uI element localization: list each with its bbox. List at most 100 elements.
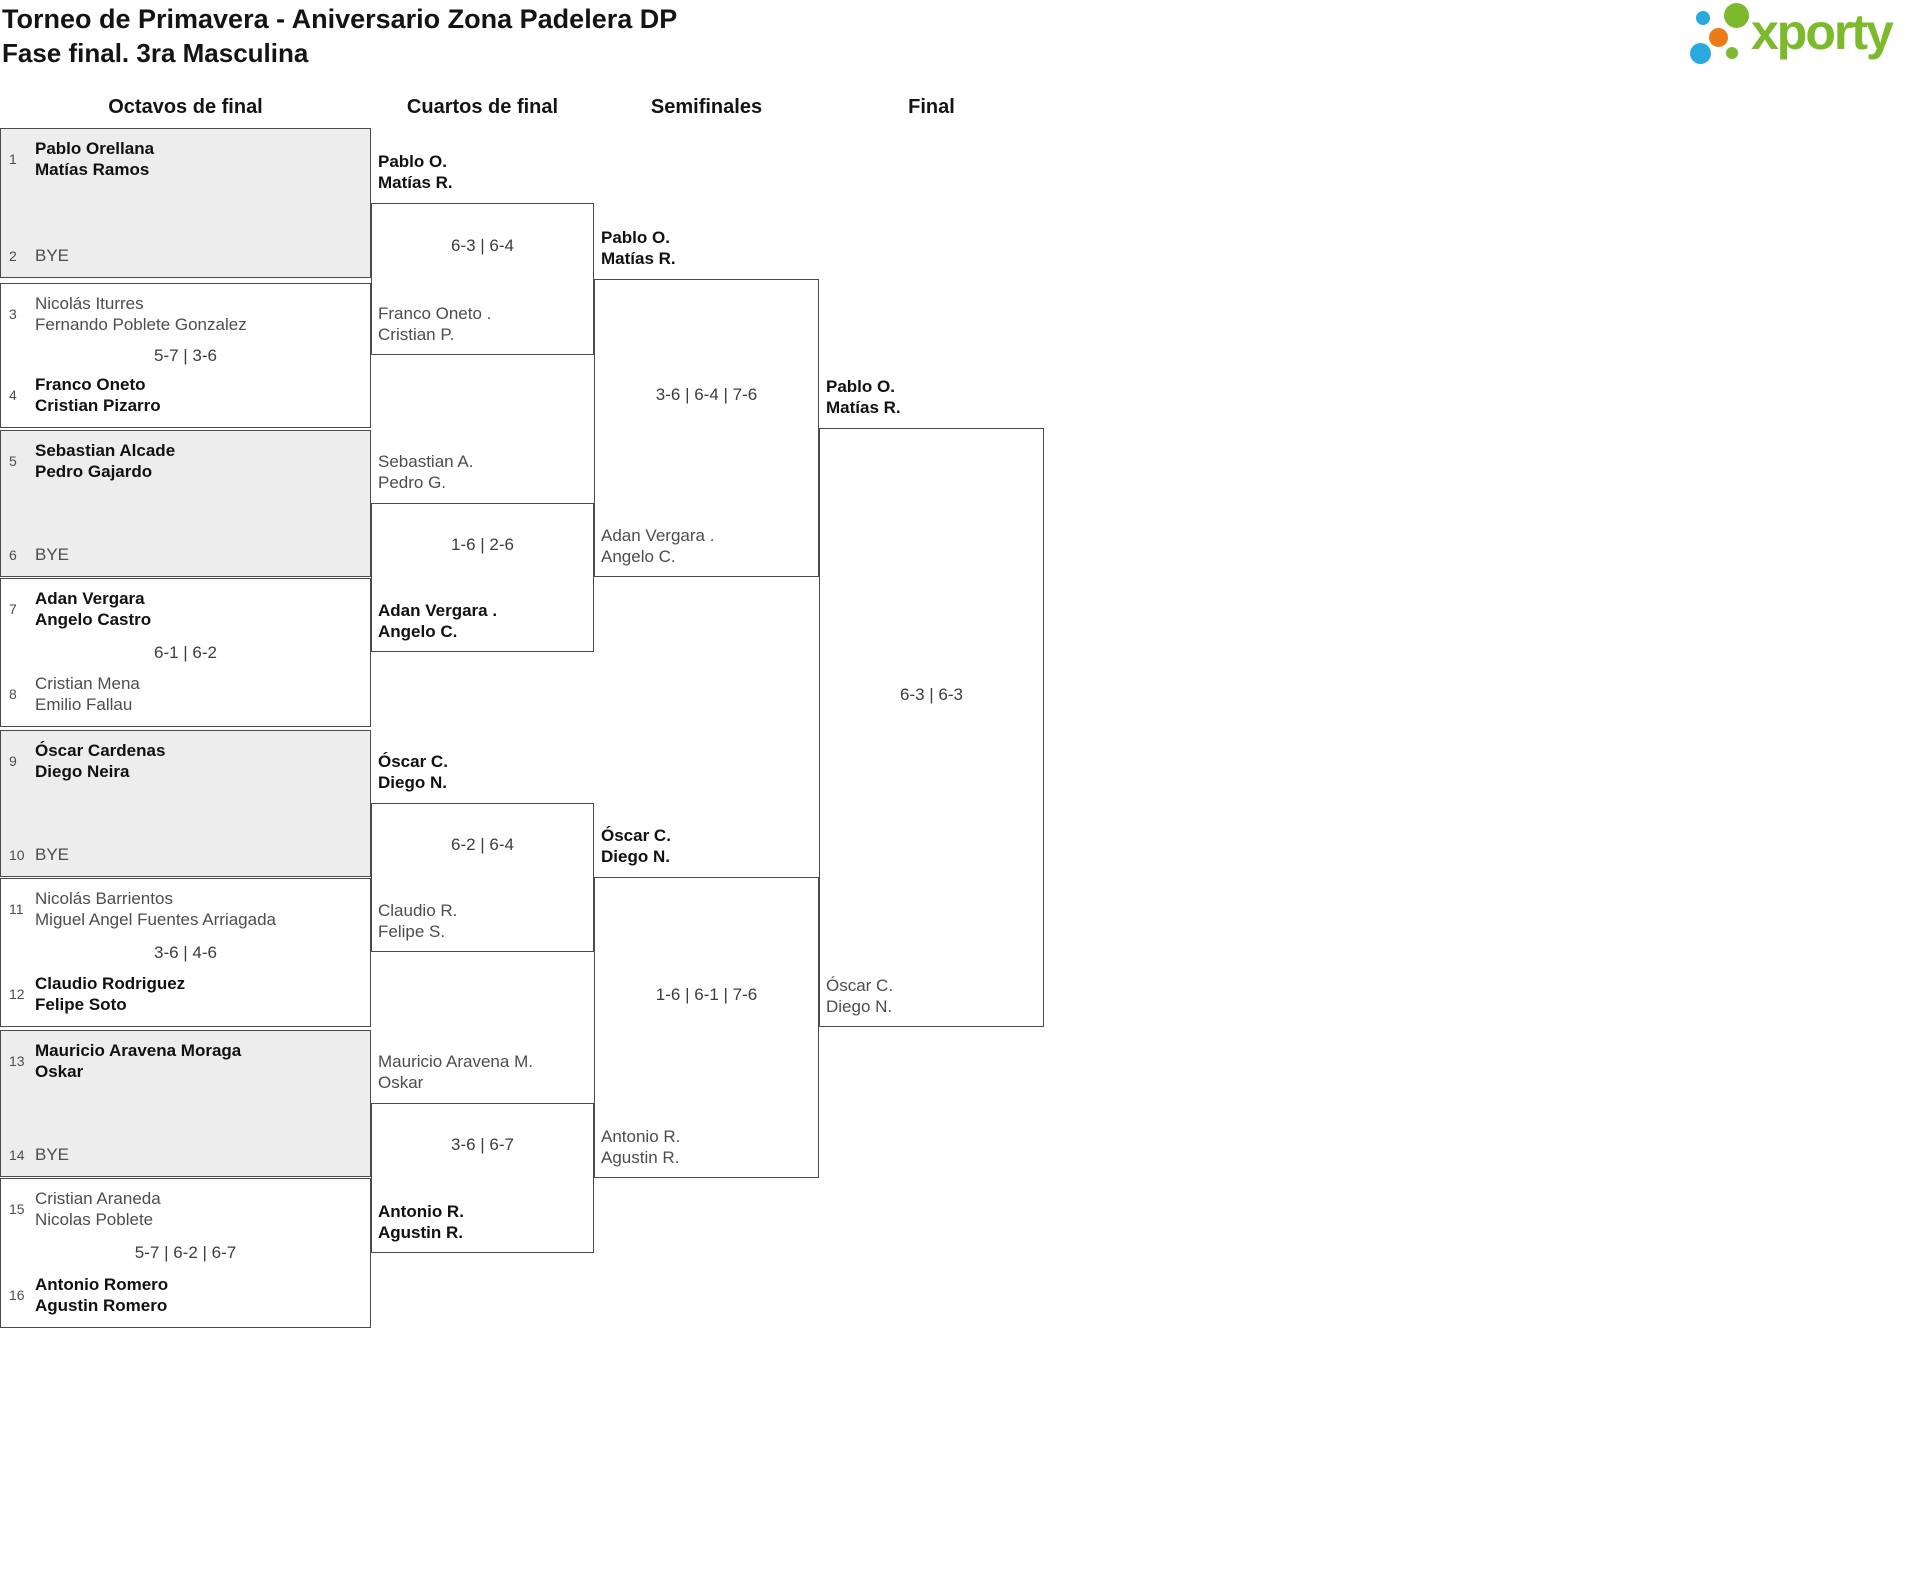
- logo-dot-icon: [1696, 11, 1710, 25]
- seed-number: 6: [9, 546, 17, 563]
- match-score: 5-7 | 6-2 | 6-7: [134, 1243, 237, 1262]
- match-cuartos-2: Sebastian A.Pedro G. 1-6 | 2-6 Adan Verg…: [371, 452, 594, 652]
- match-score: 3-6 | 6-4 | 7-6: [655, 385, 758, 404]
- xporty-logo: xporty: [1690, 3, 1918, 71]
- logo-dot-icon: [1726, 47, 1738, 59]
- team-slot[interactable]: Adan Vergara .Angelo C.: [601, 526, 715, 566]
- round-header-octavos: Octavos de final: [108, 96, 263, 118]
- match-semifinal-1: Pablo O.Matías R. 3-6 | 6-4 | 7-6 Adan V…: [594, 228, 819, 577]
- page-subtitle: Fase final. 3ra Masculina: [2, 38, 309, 68]
- page-title: Torneo de Primavera - Aniversario Zona P…: [2, 4, 678, 34]
- team-slot[interactable]: Claudio R.Felipe S.: [378, 901, 458, 941]
- team-slot-bye: 6 BYE: [9, 544, 362, 565]
- round-header-final: Final: [908, 96, 955, 118]
- team-slot[interactable]: Óscar C.Diego N.: [826, 976, 894, 1016]
- match-cuartos-3: Óscar C.Diego N. 6-2 | 6-4 Claudio R.Fel…: [371, 752, 594, 952]
- team-slot-bye: 14 BYE: [9, 1144, 362, 1165]
- team-slot[interactable]: Pablo O.Matías R.: [601, 228, 676, 268]
- match-score: 6-2 | 6-4: [450, 834, 514, 854]
- match-score: 3-6 | 4-6: [153, 942, 217, 962]
- seed-number: 5: [9, 453, 17, 469]
- team-slot[interactable]: Óscar C.Diego N.: [601, 826, 671, 866]
- team-slot[interactable]: Óscar C.Diego N.: [378, 752, 448, 792]
- team-slot-bye: 10 BYE: [9, 844, 362, 865]
- match-score: 6-1 | 6-2: [153, 642, 217, 662]
- seed-number: 4: [9, 387, 17, 403]
- team-names: BYE: [35, 246, 70, 265]
- round-header-cuartos: Cuartos de final: [406, 96, 559, 118]
- logo-dot-icon: [1709, 28, 1728, 47]
- seed-number: 13: [9, 1053, 25, 1069]
- team-slot[interactable]: Antonio R.Agustin R.: [378, 1202, 464, 1242]
- match-score: 1-6 | 2-6: [450, 534, 514, 554]
- team-slot[interactable]: Mauricio Aravena M.Oskar: [378, 1052, 533, 1092]
- team-slot[interactable]: Sebastian A.Pedro G.: [378, 452, 474, 492]
- logo-wordmark: xporty: [1751, 4, 1894, 60]
- team-slot[interactable]: Pablo O.Matías R.: [378, 152, 453, 192]
- match-final: Pablo O.Matías R. 6-3 | 6-3 Óscar C.Dieg…: [819, 377, 1044, 1027]
- team-names: BYE: [35, 845, 70, 864]
- seed-number: 16: [9, 1287, 25, 1303]
- match-semifinal-2: Óscar C.Diego N. 1-6 | 6-1 | 7-6 Antonio…: [594, 826, 819, 1178]
- round-header-semifinales: Semifinales: [650, 96, 763, 118]
- seed-number: 3: [9, 306, 17, 322]
- seed-number: 1: [9, 151, 17, 167]
- match-score: 6-3 | 6-4: [450, 236, 514, 255]
- logo-dot-icon: [1724, 3, 1749, 28]
- match-score: 1-6 | 6-1 | 7-6: [655, 984, 758, 1004]
- seed-number: 14: [9, 1146, 25, 1163]
- match-score: 3-6 | 6-7: [450, 1135, 514, 1154]
- seed-number: 12: [9, 986, 25, 1002]
- seed-number: 9: [9, 753, 17, 769]
- team-names: BYE: [35, 1145, 70, 1164]
- seed-number: 2: [9, 247, 17, 264]
- match-cuartos-4: Mauricio Aravena M.Oskar 3-6 | 6-7 Anton…: [371, 1052, 594, 1253]
- match-score: 6-3 | 6-3: [899, 684, 963, 704]
- team-slot[interactable]: Adan Vergara .Angelo C.: [378, 601, 498, 641]
- seed-number: 11: [9, 901, 24, 917]
- seed-number: 10: [9, 846, 25, 863]
- match-score: 5-7 | 3-6: [153, 345, 217, 365]
- team-slot[interactable]: Antonio R.Agustin R.: [601, 1127, 681, 1167]
- team-slot[interactable]: Franco Oneto .Cristian P.: [378, 304, 492, 344]
- logo-dot-icon: [1690, 43, 1711, 64]
- seed-number: 15: [9, 1201, 25, 1217]
- team-slot[interactable]: Pablo O.Matías R.: [826, 377, 901, 417]
- seed-number: 7: [9, 601, 17, 617]
- seed-number: 8: [9, 686, 17, 702]
- match-cuartos-1: Pablo O.Matías R. 6-3 | 6-4 Franco Oneto…: [371, 152, 594, 355]
- team-slot-bye: 2 BYE: [9, 245, 362, 266]
